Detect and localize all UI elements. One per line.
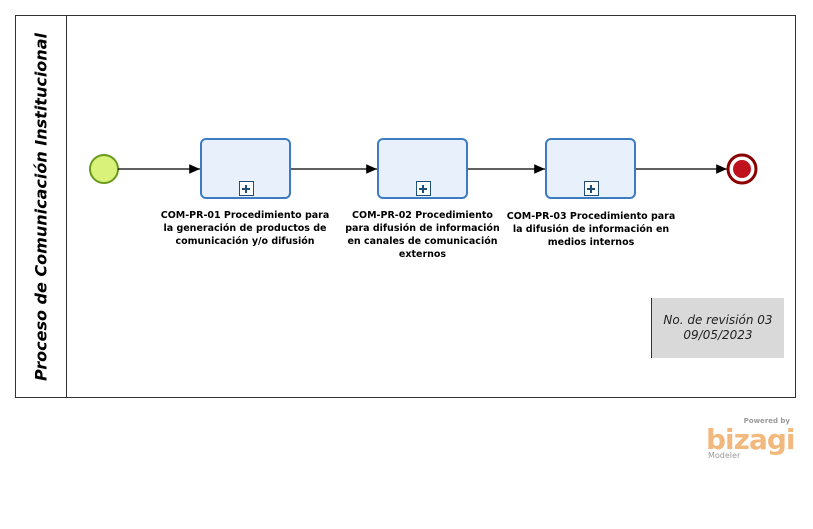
task-label-com-pr-01: COM-PR-01 Procedimiento para la generaci… <box>160 210 330 247</box>
task-label-com-pr-02: COM-PR-02 Procedimiento para difusión de… <box>345 210 500 260</box>
subprocess-expand-icon[interactable] <box>416 181 431 196</box>
revision-note: No. de revisión 03 09/05/2023 <box>651 298 784 358</box>
end-event[interactable] <box>726 153 758 185</box>
subprocess-task-com-pr-02[interactable] <box>377 138 468 199</box>
brand-name: bizagi <box>706 423 795 456</box>
subprocess-task-com-pr-03[interactable] <box>545 138 636 199</box>
subprocess-expand-icon[interactable] <box>239 181 254 196</box>
pool-header: Proceso de Comunicación Institucional <box>16 16 67 397</box>
brand-product: Modeler <box>708 451 741 460</box>
subprocess-expand-icon[interactable] <box>584 181 599 196</box>
task-label-com-pr-03: COM-PR-03 Procedimiento para la difusión… <box>506 211 676 248</box>
revision-number: No. de revisión 03 <box>663 313 773 327</box>
subprocess-task-com-pr-01[interactable] <box>200 138 291 199</box>
pool: Proceso de Comunicación Institucional <box>15 15 796 398</box>
powered-by-text: Powered by <box>743 417 790 425</box>
bizagi-logo: Powered by bizagi Modeler <box>706 417 796 462</box>
start-event[interactable] <box>89 154 119 184</box>
revision-date: 09/05/2023 <box>683 328 753 342</box>
